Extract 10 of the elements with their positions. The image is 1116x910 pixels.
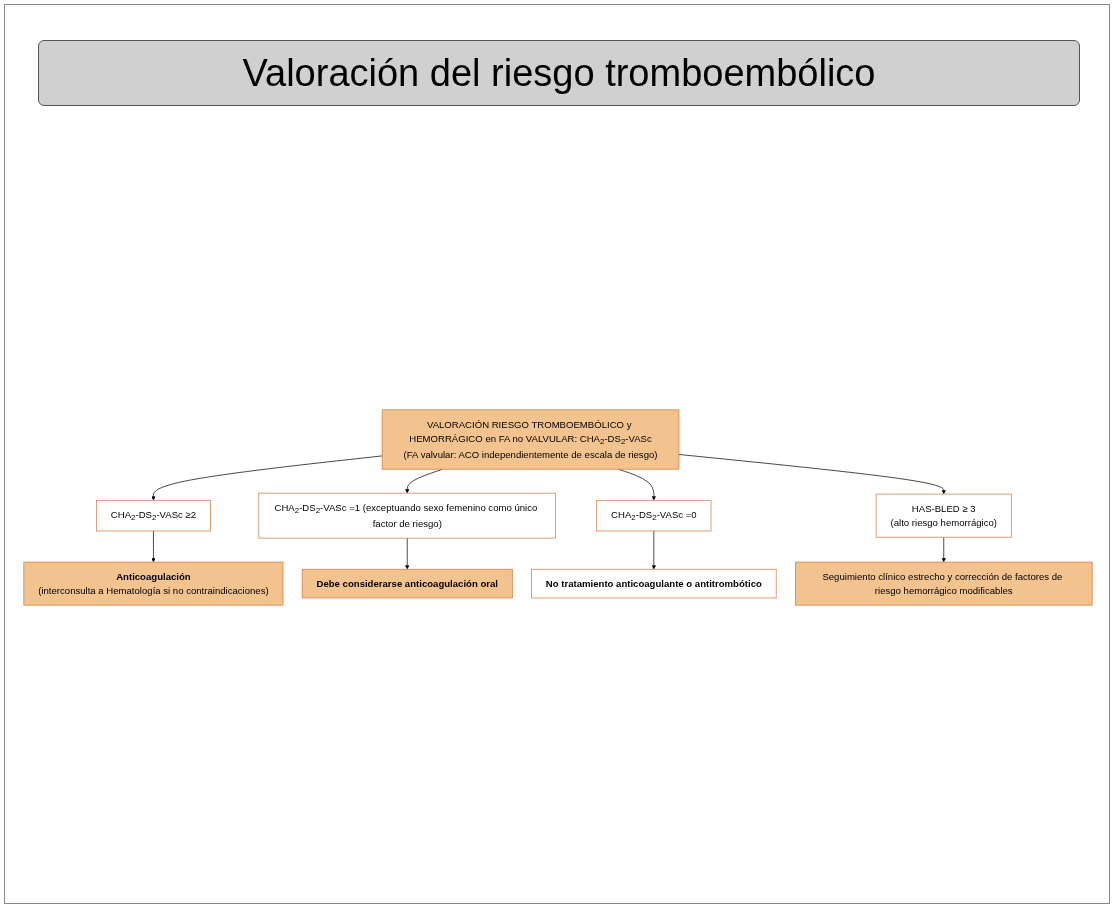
node-box: Debe considerarse anticoagulación oral [301,568,513,599]
node-box: No tratamiento anticoagulante o antitrombótico [531,568,777,599]
node-box: CHA$_{2}$-DS$_{2}$-VASc ≥2 [96,499,211,532]
node-box: VALORACIÓN RIESGO TROMBOEMBÓLICO y HEMORRÁGICO en FA no VALVULAR: CHA$_{2}$-DS$_{2}$-VASc (FA valvular: ACO independientemente de escala de riesgo) [381,409,680,470]
diagram-title: Valoración del riesgo tromboembólico [38,40,1080,106]
node-box: HAS-BLED ≥ 3 (alto riesgo hemorrágico) [875,493,1012,538]
node-box: Anticoagulación (interconsulta a Hematología si no contraindicaciones) [23,561,284,606]
node-box: CHA$_{2}$-DS$_{2}$-VASc =1 (exceptuando sexo femenino como único factor de riesgo) [258,492,556,539]
node-box: CHA$_{2}$-DS$_{2}$-VASc =0 [596,499,712,532]
node-box: Seguimiento clínico estrecho y corrección de factores de riesgo hemorrágico modificables [795,561,1093,606]
